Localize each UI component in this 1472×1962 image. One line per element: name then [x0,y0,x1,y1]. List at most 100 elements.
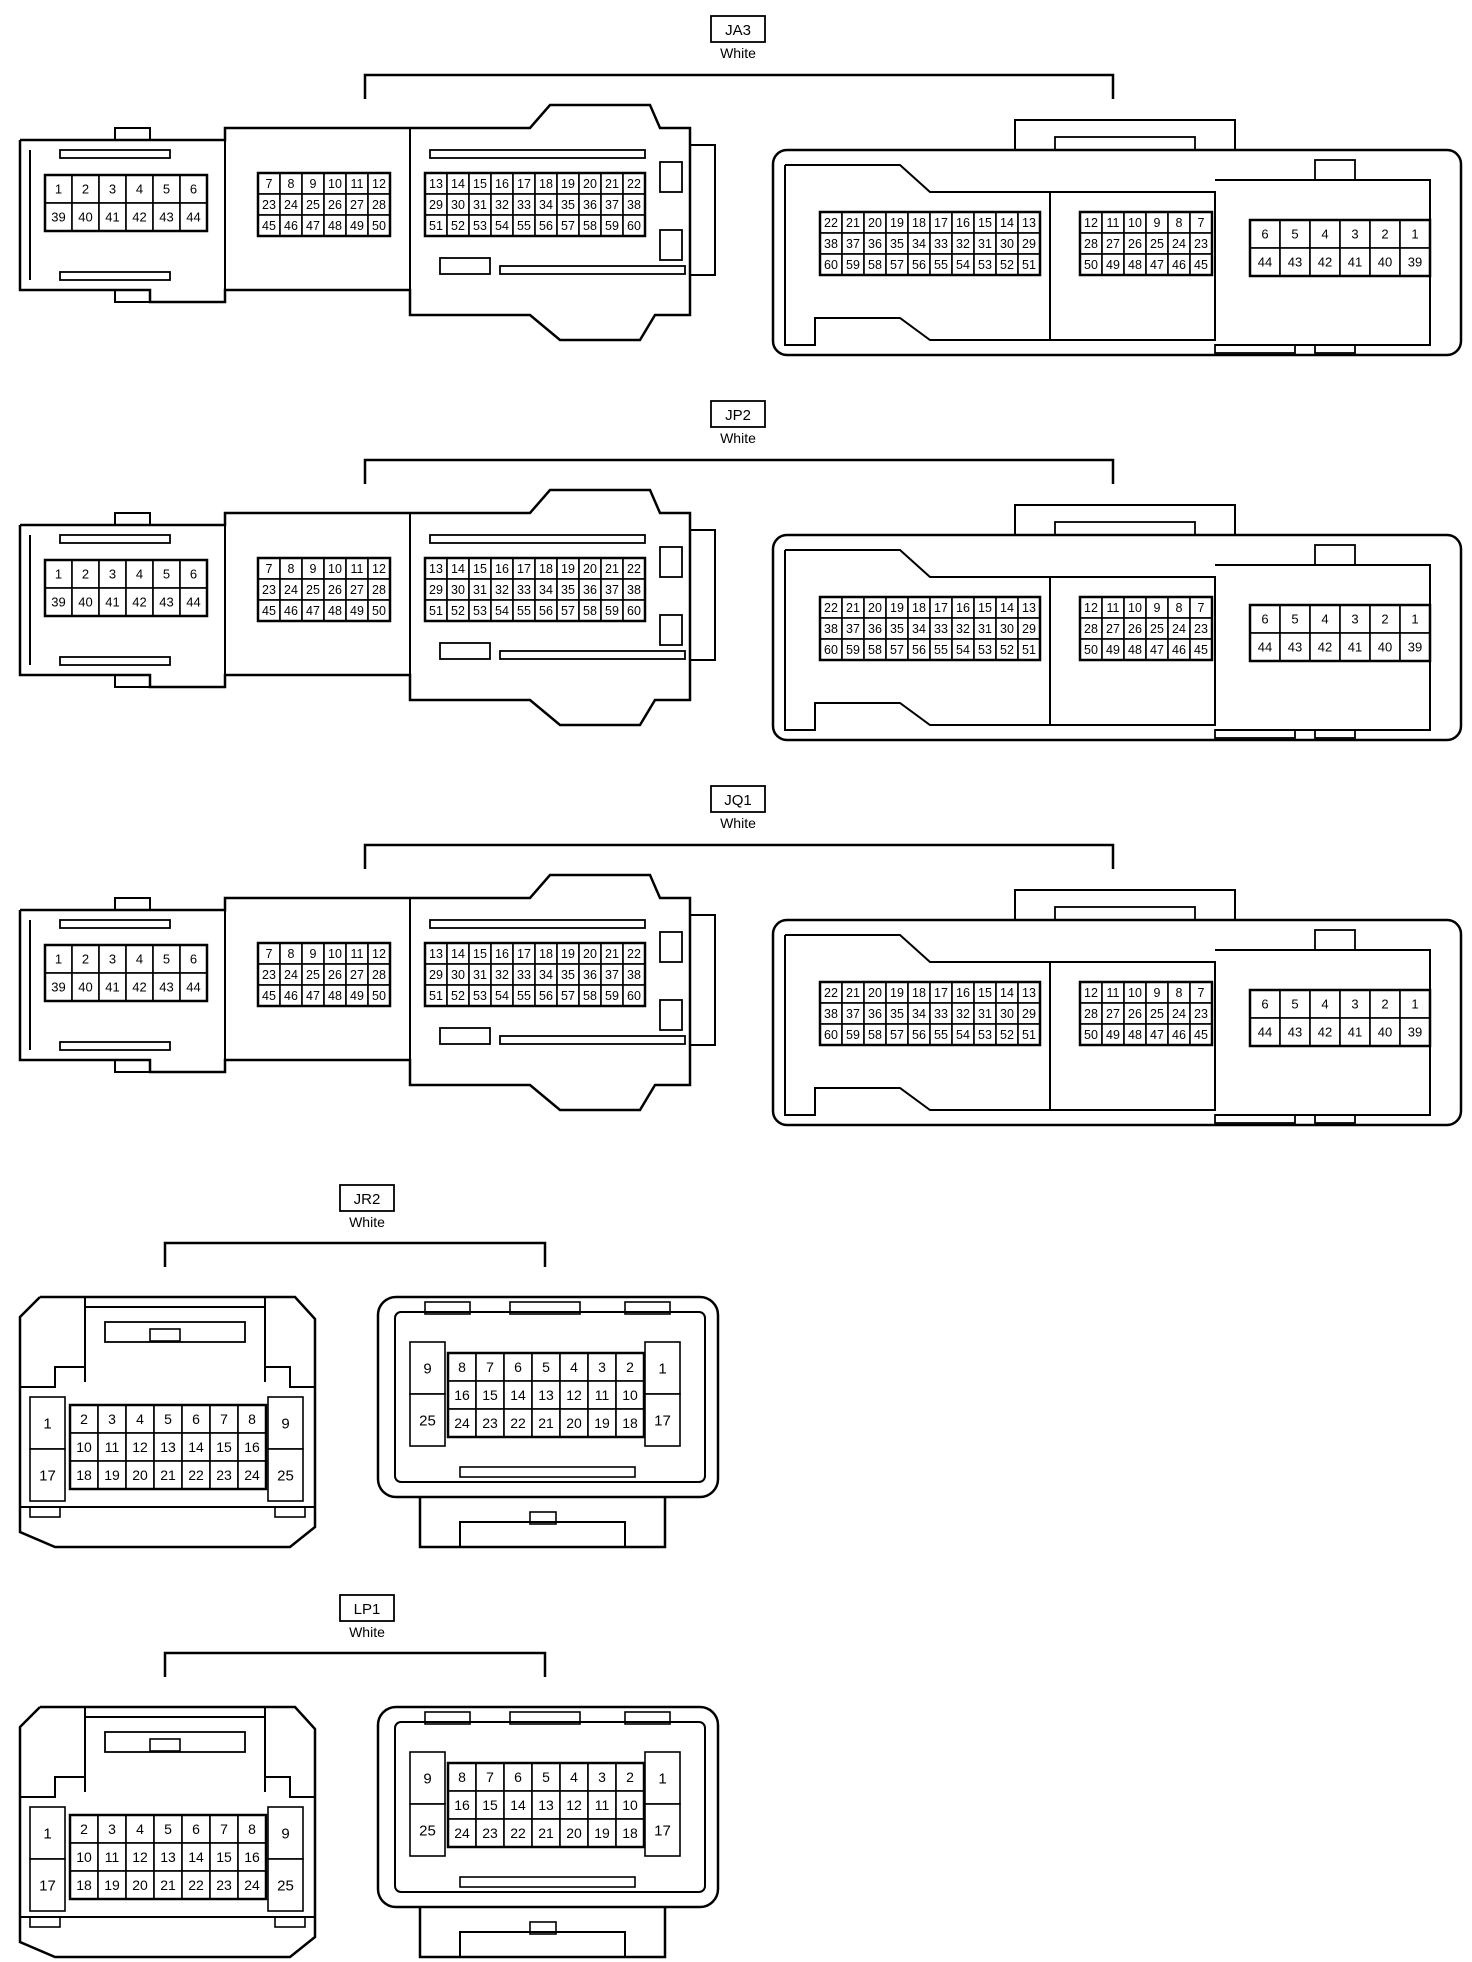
pin-number: 54 [956,258,970,272]
outline-rect [1214,344,1296,354]
outline-rect [1054,136,1196,151]
pin-number: 45 [1194,1028,1208,1042]
pin-number: 26 [1128,237,1142,251]
pin-cell [475,1818,505,1848]
pin-number: 12 [132,1849,148,1865]
pin-number: 2 [80,1821,88,1837]
pin-number: 12 [566,1797,582,1813]
pin-number: 7 [1198,216,1205,230]
pin-number: 16 [244,1849,260,1865]
pin-cell [1399,247,1431,277]
pin-number: 39 [1408,640,1422,655]
pin-number: 22 [510,1825,526,1841]
pin-number: 16 [495,947,509,961]
outline-rect [114,897,151,911]
pin-cell [615,1408,645,1438]
pin-cell [97,1842,127,1872]
pin-number: 19 [104,1877,120,1893]
outline-rect [529,1921,557,1935]
pin-number: 54 [956,1028,970,1042]
pin-number: 24 [284,198,298,212]
pin-number: 57 [561,989,575,1003]
pin-number: 59 [846,258,860,272]
pin-number: 8 [1176,216,1183,230]
pin-number: 16 [244,1439,260,1455]
pin-number: 56 [539,989,553,1003]
outline-rect [114,674,151,688]
pin-number: 22 [627,177,641,191]
outline-rect [43,173,209,233]
pin-number: 31 [978,237,992,251]
outline-rect [68,1813,268,1901]
pin-number: 10 [76,1849,92,1865]
pin-number: 49 [1106,643,1120,657]
pin-number: 23 [1194,622,1208,636]
pin-cell [97,1814,127,1844]
outline-rect [659,931,683,963]
pin-number: 25 [1150,237,1164,251]
outline-rect [423,941,647,1008]
outline-rect [659,999,683,1031]
pin-number: 51 [429,219,443,233]
pin-number: 27 [1106,622,1120,636]
pin-number: 18 [76,1467,92,1483]
connector-id-label: LP1 [354,1601,381,1618]
pin-number: 20 [583,562,597,576]
pin-number: 47 [306,989,320,1003]
outline-path [363,843,1115,869]
pin-number: 15 [978,216,992,230]
pin-number: 50 [1084,258,1098,272]
pin-number: 23 [262,583,276,597]
pin-number: 13 [429,177,443,191]
pin-number: 37 [605,198,619,212]
pin-number: 53 [473,219,487,233]
outline-rect [439,642,491,660]
outline-rect [689,529,716,661]
outline-rect [256,556,392,623]
pin-number: 44 [1258,640,1272,655]
pin-number: 31 [473,583,487,597]
outline-rect [689,144,716,276]
pin-number: 57 [561,604,575,618]
pin-number: 25 [1150,1007,1164,1021]
outline-rect [59,534,171,544]
pin-number: 56 [912,1028,926,1042]
pin-number: 53 [978,643,992,657]
outline-path [784,549,1051,731]
pin-cell [29,1858,66,1912]
pin-cell [1339,1017,1371,1047]
pin-number: 1 [658,1360,666,1377]
pin-number: 14 [451,177,465,191]
pin-number: 18 [912,216,926,230]
pin-number: 13 [538,1387,554,1403]
pin-number: 12 [1084,986,1098,1000]
pin-number: 45 [262,219,276,233]
pin-number: 48 [328,989,342,1003]
outline-rect [43,943,209,1003]
pin-number: 15 [473,947,487,961]
pin-number: 12 [372,177,386,191]
pin-number: 17 [39,1467,56,1484]
pin-number: 48 [1128,1028,1142,1042]
outline-path [1050,576,1216,726]
outline-rect [1078,980,1214,1047]
pin-number: 10 [1128,216,1142,230]
pin-number: 13 [160,1849,176,1865]
pin-number: 42 [1318,255,1332,270]
pin-number: 3 [109,567,116,582]
pin-cell [409,1803,446,1857]
pin-number: 5 [542,1769,550,1785]
pin-cell [267,1448,304,1502]
pin-number: 11 [105,1849,120,1865]
pin-number: 2 [82,182,89,197]
pin-number: 60 [824,1028,838,1042]
pin-number: 1 [55,952,62,967]
pin-number: 22 [824,601,838,615]
pin-cell [71,972,100,1002]
pin-number: 14 [188,1849,204,1865]
pin-cell [125,972,154,1002]
outline-path [264,1366,315,1388]
